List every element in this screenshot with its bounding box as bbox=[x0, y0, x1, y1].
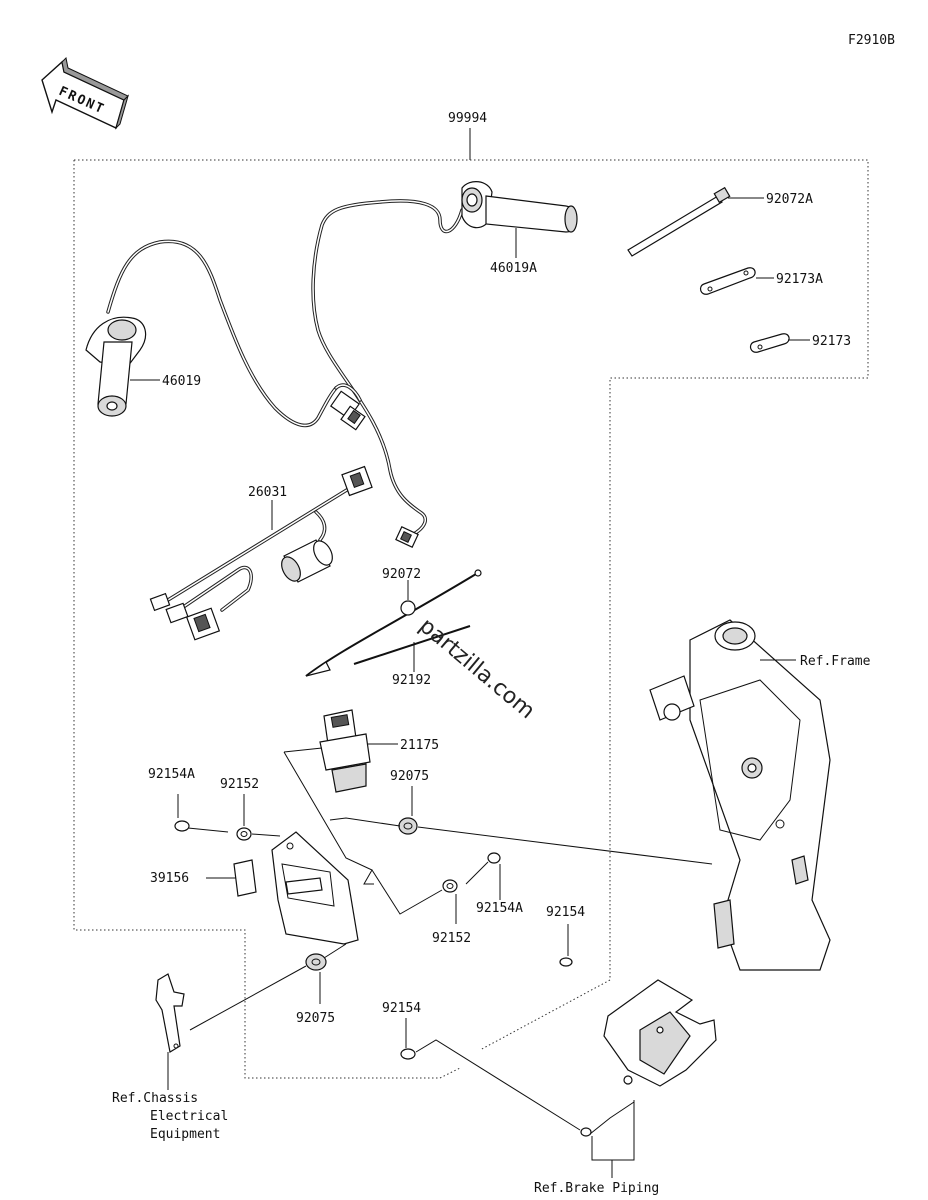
bolt-right bbox=[559, 957, 573, 967]
bracket-pad bbox=[233, 859, 257, 897]
ref-brake-label: Ref.Brake Piping bbox=[534, 1181, 659, 1196]
switch-bracket bbox=[271, 831, 359, 945]
brake-ref-part bbox=[580, 979, 717, 1137]
ref-chassis-line2: Electrical bbox=[150, 1109, 228, 1124]
assembly-number-label: 99994 bbox=[448, 111, 487, 126]
heated-grip-right bbox=[461, 181, 578, 233]
chassis-ref-bracket bbox=[155, 973, 185, 1053]
part-label-grip-left: 46019 bbox=[162, 374, 201, 389]
band-b bbox=[353, 625, 471, 665]
grip-wire-harness bbox=[106, 199, 464, 548]
part-label-grip-right: 46019A bbox=[490, 261, 537, 276]
part-label-clamp-a: 92173A bbox=[776, 272, 823, 287]
frame-ref-section bbox=[649, 619, 831, 971]
part-label-band-b: 92192 bbox=[392, 673, 431, 688]
part-label-bolt-a-right: 92154A bbox=[476, 901, 523, 916]
part-label-band: 92072 bbox=[382, 567, 421, 582]
collar-right bbox=[442, 879, 458, 893]
ref-frame-label: Ref.Frame bbox=[800, 654, 871, 669]
harness-connector-lower bbox=[395, 526, 419, 548]
cable-tie-long bbox=[627, 186, 731, 257]
ref-chassis-line1: Ref.Chassis bbox=[112, 1091, 198, 1106]
collar-left bbox=[236, 827, 252, 841]
part-label-bracket: 39156 bbox=[150, 871, 189, 886]
cable-tie bbox=[305, 569, 482, 677]
watermark: partzilla.com bbox=[414, 613, 539, 724]
clamp-a bbox=[699, 267, 756, 295]
part-label-collar-left: 92152 bbox=[220, 777, 259, 792]
harness-connector-upper bbox=[329, 390, 366, 431]
part-label-damper-lower: 92075 bbox=[296, 1011, 335, 1026]
part-label-clamp: 92173 bbox=[812, 334, 851, 349]
part-label-bolt-right: 92154 bbox=[546, 905, 585, 920]
part-label-bolt-bottom: 92154 bbox=[382, 1001, 421, 1016]
sub-harness-connector bbox=[341, 465, 373, 497]
part-label-bolt-a-left: 92154A bbox=[148, 767, 195, 782]
part-label-damper-upper: 92075 bbox=[390, 769, 429, 784]
part-label-collar-right: 92152 bbox=[432, 931, 471, 946]
part-label-harness: 26031 bbox=[248, 485, 287, 500]
assembly-outline bbox=[74, 159, 869, 1051]
front-direction-arrow: FRONT bbox=[41, 56, 130, 130]
relay-cylinder bbox=[281, 539, 333, 583]
band-ring bbox=[400, 600, 416, 616]
heated-grip-left bbox=[85, 316, 147, 417]
part-label-band-long: 92072A bbox=[766, 192, 813, 207]
grip-heater-switch bbox=[319, 709, 371, 793]
sub-harness-socket bbox=[185, 607, 221, 641]
bolt-a-left bbox=[174, 820, 229, 833]
part-label-switch: 21175 bbox=[400, 738, 439, 753]
bolt-a-right bbox=[465, 852, 501, 885]
ref-chassis-line3: Equipment bbox=[150, 1127, 220, 1142]
sub-wire-harness bbox=[149, 465, 373, 641]
bolt-bottom bbox=[400, 1048, 416, 1060]
rubber-damper-upper bbox=[398, 817, 418, 835]
rubber-damper-lower bbox=[305, 953, 327, 971]
clamp bbox=[749, 333, 790, 353]
figure-code: F2910B bbox=[848, 33, 895, 48]
